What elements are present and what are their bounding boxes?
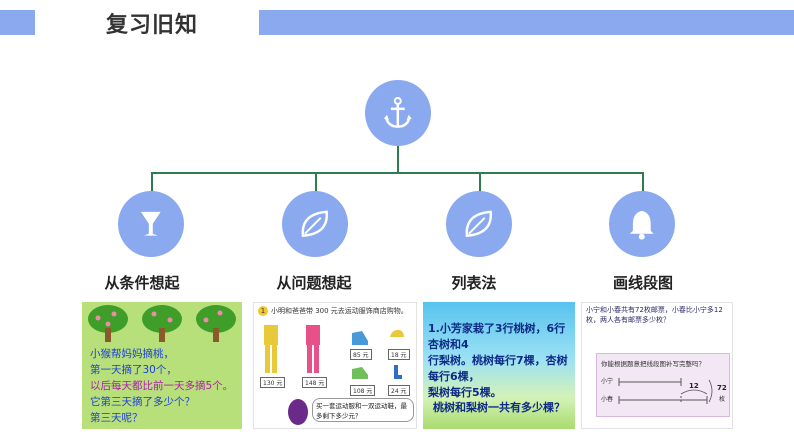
problem-question: 桃树和梨树一共有多少棵？ — [433, 401, 565, 414]
connector-bar — [151, 172, 643, 174]
method-label-line-diagram: 画线段图 — [612, 274, 673, 292]
tree-illustration — [196, 305, 236, 342]
method-node-line-diagram[interactable] — [609, 191, 675, 257]
method-node-table[interactable] — [446, 191, 512, 257]
shoe-illustration — [352, 331, 368, 345]
connector-branch-3 — [479, 172, 481, 192]
problem-heading: 小宁和小春共有72枚邮票，小春比小宁多12枚，两人各有邮票多少枚？ — [586, 306, 723, 324]
leaf-icon — [301, 210, 329, 238]
method-label-question: 从问题想起 — [276, 274, 352, 292]
header-accent-left — [0, 10, 35, 35]
example-thumbnail-orchard[interactable]: 1.小芳家栽了3行桃树，6行杏树和4 行梨树。桃树每行7棵，杏树每行6棵， 梨树… — [423, 302, 575, 429]
label-xiaoning: 小宁 — [601, 378, 614, 385]
tree-illustration — [88, 305, 128, 342]
anchor-icon — [384, 97, 412, 129]
connector-trunk — [397, 146, 399, 173]
line-segment-diagram — [618, 378, 713, 404]
bell-icon — [630, 211, 654, 240]
connector-branch-4 — [642, 172, 644, 192]
eggplant-character — [288, 399, 308, 425]
method-label-table: 列表法 — [451, 274, 497, 292]
tracksuit-illustration — [306, 325, 320, 373]
shoe-illustration — [352, 367, 368, 379]
speech-bubble: 买一套运动服和一双运动鞋，最多剩下多少元？ — [312, 398, 414, 422]
connector-branch-1 — [151, 172, 153, 192]
price-tag: 148 元 — [302, 377, 328, 388]
tree-illustration — [142, 305, 182, 342]
panel-question: 你能根据题意把线段图补写完整吗？ — [601, 360, 705, 368]
leaf-icon — [465, 210, 493, 238]
method-label-conditions: 从条件想起 — [104, 274, 180, 292]
price-tag: 108 元 — [350, 385, 376, 396]
page-title: 复习旧知 — [106, 13, 199, 38]
price-tag: 130 元 — [260, 377, 286, 388]
method-node-conditions[interactable] — [118, 191, 184, 257]
label-xiaochun: 小春 — [601, 396, 614, 403]
price-tag: 85 元 — [350, 349, 372, 360]
problem-text: 小猴帮妈妈摘桃， 第一天摘了30个， 以后每天都比前一天多摘5个。 它第三天摘了… — [90, 348, 234, 424]
cap-illustration — [390, 329, 404, 337]
value-72: 72 — [717, 384, 727, 392]
problem-text: 1.小芳家栽了3行桃树，6行杏树和4 行梨树。桃树每行7棵，杏树每行6棵， 梨树… — [428, 322, 568, 399]
goblet-icon — [141, 212, 161, 236]
price-tag: 24 元 — [388, 385, 410, 396]
connector-branch-2 — [315, 172, 317, 192]
anchor-node[interactable] — [365, 80, 431, 146]
jacket-illustration — [264, 325, 278, 373]
line-diagram-panel: 你能根据题意把线段图补写完整吗？ 小宁 小春 12 72 枚 — [596, 353, 730, 417]
price-tag: 18 元 — [388, 349, 410, 360]
header-accent-right — [259, 10, 794, 35]
socks-illustration — [394, 365, 402, 379]
method-node-question[interactable] — [282, 191, 348, 257]
value-12: 12 — [689, 382, 699, 390]
unit-label: 枚 — [719, 396, 726, 403]
example-thumbnail-monkey[interactable]: 小猴帮妈妈摘桃， 第一天摘了30个， 以后每天都比前一天多摘5个。 它第三天摘了… — [82, 302, 242, 429]
example-thumbnail-stamps[interactable]: 小宁和小春共有72枚邮票，小春比小宁多12枚，两人各有邮票多少枚？ 你能根据题意… — [581, 302, 733, 429]
